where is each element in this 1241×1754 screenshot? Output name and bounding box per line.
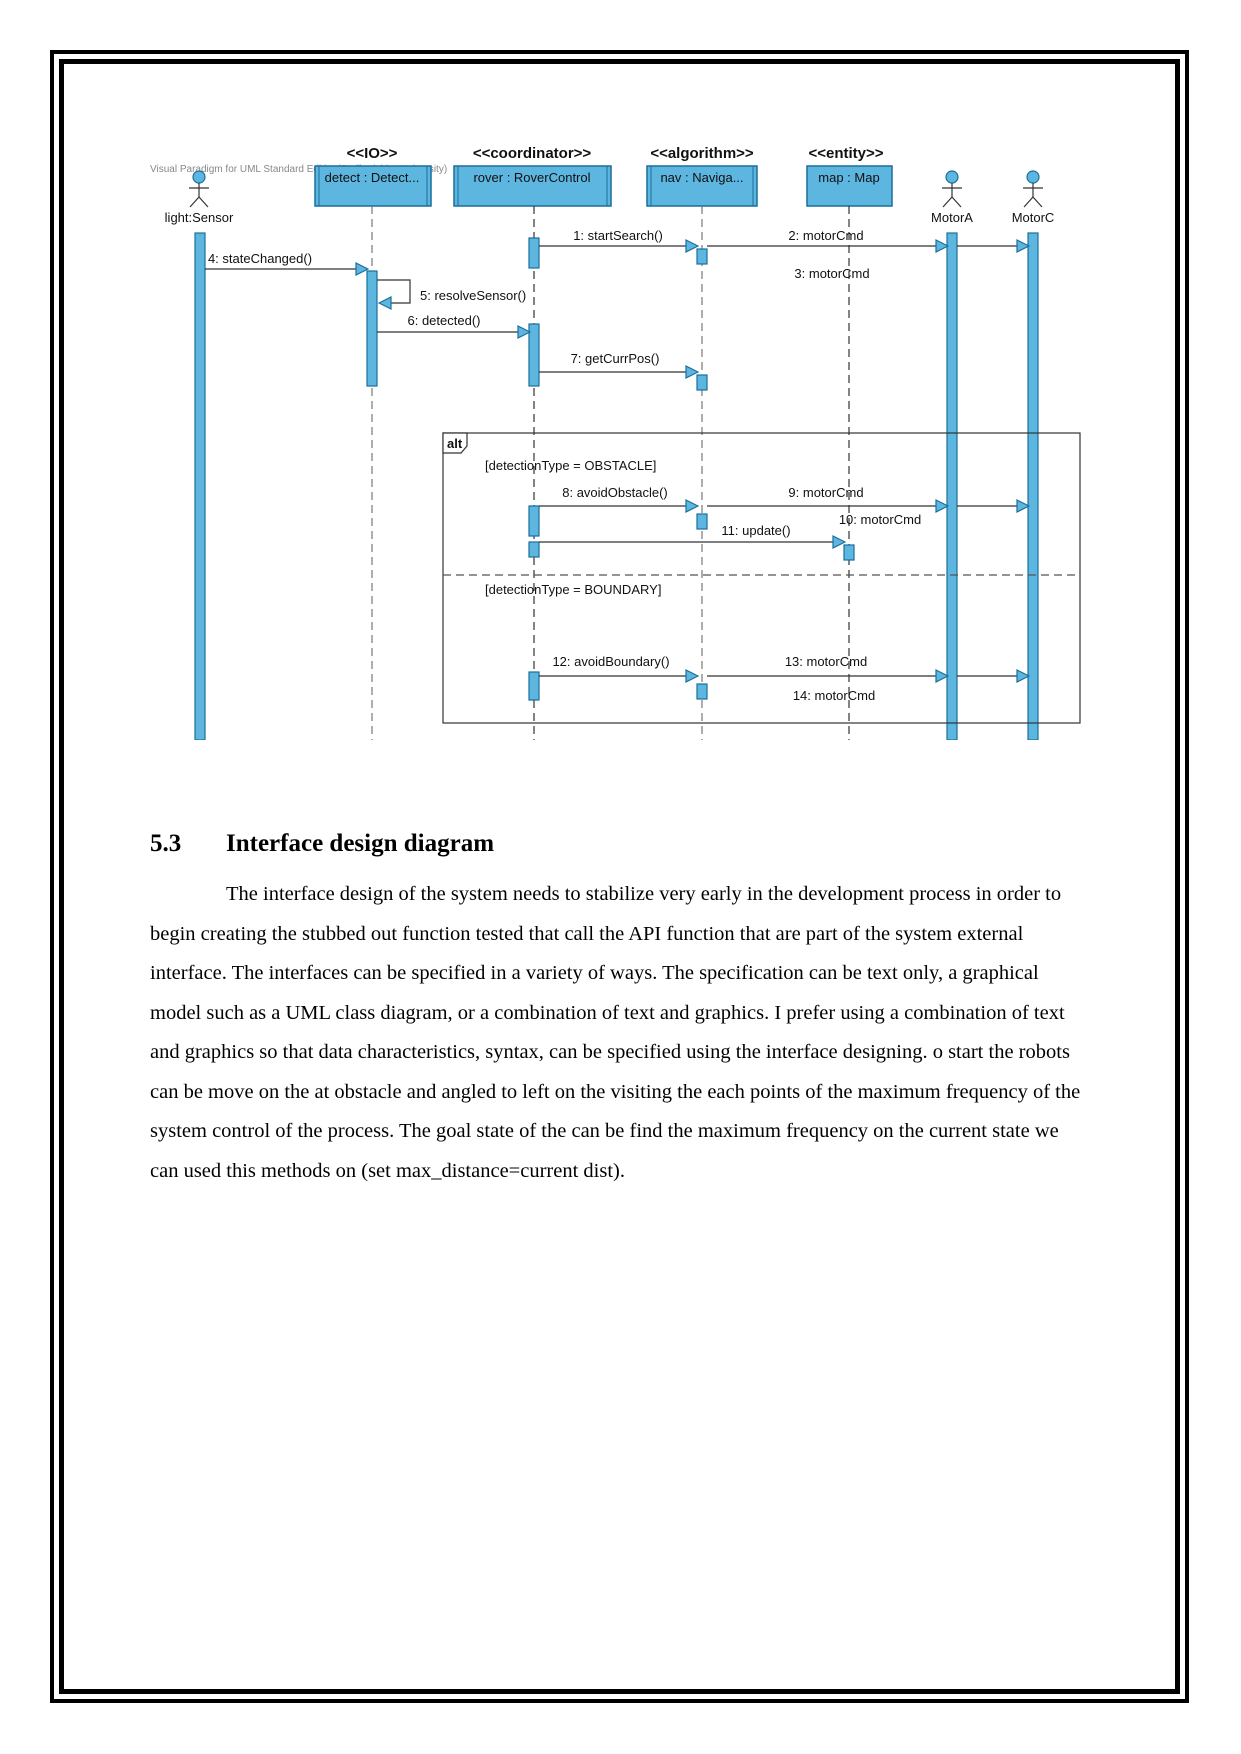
- message-10: 10: motorCmd: [839, 506, 1028, 527]
- message-label: 4: stateChanged(): [208, 251, 312, 266]
- section-body: The interface design of the system needs…: [150, 875, 1090, 1191]
- lifeline-label: detect : Detect...: [325, 170, 420, 185]
- lifeline-label: MotorA: [931, 210, 973, 225]
- message-label: 13: motorCmd: [785, 654, 867, 669]
- fragment-guard-2: [detectionType = BOUNDARY]: [485, 582, 661, 597]
- section-heading: 5.3 Interface design diagram: [150, 830, 494, 858]
- lifeline-rover: <<coordinator>> rover : RoverControl: [453, 145, 612, 740]
- lifeline-detect: <<IO>> detect : Detect...: [314, 145, 432, 740]
- message-label: 12: avoidBoundary(): [552, 654, 669, 669]
- message-6: 6: detected(): [377, 313, 529, 332]
- message-label: 11: update(): [721, 523, 790, 538]
- message-label: 8: avoidObstacle(): [562, 485, 668, 500]
- lifeline-nav: <<algorithm>> nav : Naviga...: [646, 145, 758, 740]
- message-2: 2: motorCmd: [707, 228, 947, 246]
- section-number: 5.3: [150, 830, 182, 857]
- message-14: 14: motorCmd: [793, 676, 1028, 703]
- page-border-inner: [59, 59, 1180, 1694]
- message-13: 13: motorCmd: [707, 654, 947, 676]
- lifeline-label: rover : RoverControl: [473, 170, 590, 185]
- message-7: 7: getCurrPos(): [539, 351, 697, 372]
- lifeline-label: light:Sensor: [165, 210, 234, 225]
- message-8: 8: avoidObstacle(): [539, 485, 697, 506]
- message-label: 3: motorCmd: [794, 266, 869, 281]
- message-label: 6: detected(): [408, 313, 481, 328]
- message-12: 12: avoidBoundary(): [539, 654, 697, 676]
- message-1: 1: startSearch(): [539, 228, 697, 246]
- message-11: 11: update(): [539, 523, 844, 542]
- fragment-operator: alt: [447, 436, 463, 451]
- message-label: 10: motorCmd: [839, 512, 921, 527]
- message-4: 4: stateChanged(): [205, 251, 367, 269]
- message-label: 2: motorCmd: [788, 228, 863, 243]
- lifeline-light-sensor: light:Sensor: [165, 170, 234, 740]
- message-label: 9: motorCmd: [788, 485, 863, 500]
- message-label: 7: getCurrPos(): [571, 351, 660, 366]
- fragment-guard-1: [detectionType = OBSTACLE]: [485, 458, 656, 473]
- message-label: 5: resolveSensor(): [420, 288, 526, 303]
- lifeline-map: <<entity>> map : Map: [806, 145, 893, 740]
- diagram-watermark: Visual Paradigm for UML Standard Edition…: [150, 164, 447, 175]
- message-5: 5: resolveSensor(): [377, 279, 526, 303]
- section-title: Interface design diagram: [226, 830, 495, 857]
- lifeline-stereotype: <<coordinator>>: [473, 145, 592, 162]
- sequence-diagram: Visual Paradigm for UML Standard Edition…: [150, 145, 1081, 740]
- message-label: 14: motorCmd: [793, 688, 875, 703]
- lifeline-motor-a: MotorA: [931, 170, 973, 740]
- message-3: 3: motorCmd: [794, 246, 1028, 281]
- lifeline-label: nav : Naviga...: [660, 170, 743, 185]
- message-9: 9: motorCmd: [707, 485, 947, 506]
- lifeline-stereotype: <<IO>>: [347, 145, 398, 162]
- lifeline-stereotype: <<entity>>: [808, 145, 883, 162]
- body-paragraph: The interface design of the system needs…: [150, 883, 1081, 1182]
- alt-fragment: alt [detectionType = OBSTACLE] [detectio…: [442, 432, 1081, 724]
- message-label: 1: startSearch(): [573, 228, 663, 243]
- lifeline-label: map : Map: [818, 170, 879, 185]
- page-border-outer: [50, 50, 1189, 1703]
- lifeline-stereotype: <<algorithm>>: [650, 145, 754, 162]
- lifeline-label: MotorC: [1012, 210, 1055, 225]
- lifeline-motor-c: MotorC: [1012, 170, 1055, 740]
